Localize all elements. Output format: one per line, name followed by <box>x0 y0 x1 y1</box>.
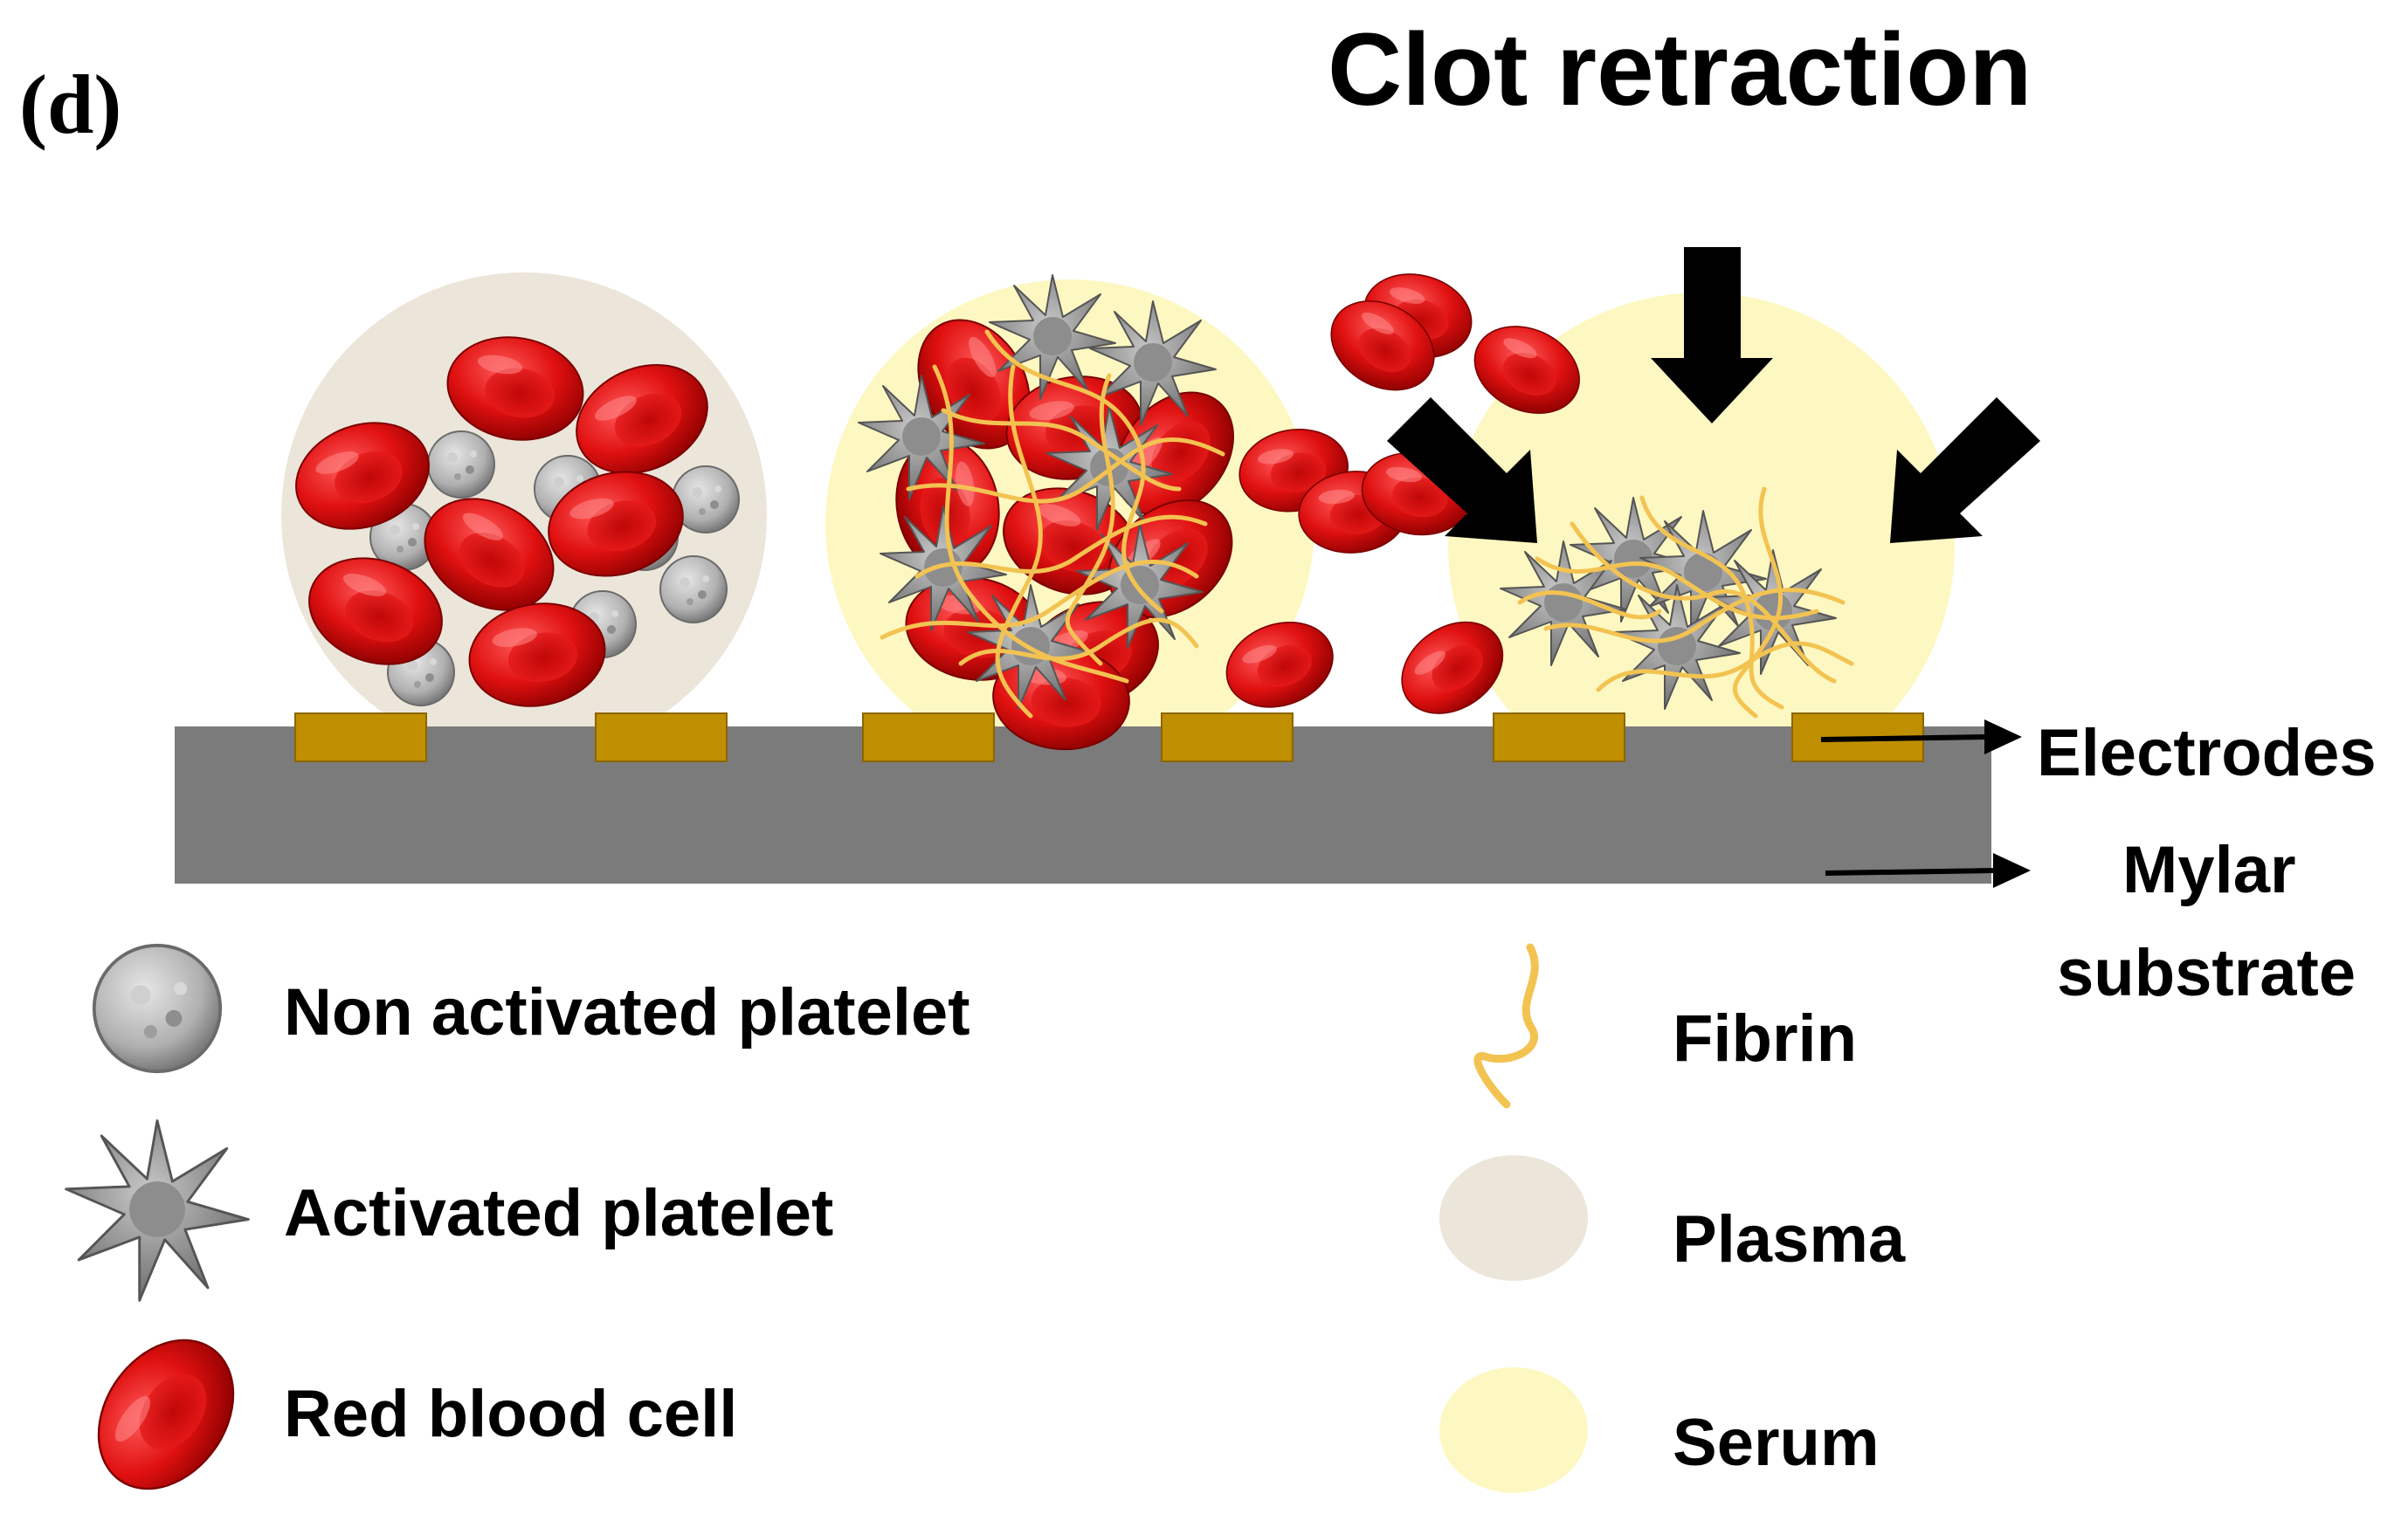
legend-label-red-blood-cell: Red blood cell <box>284 1377 737 1451</box>
retracted-clot <box>1213 261 1854 733</box>
legend-label-fibrin: Fibrin <box>1673 1001 1857 1076</box>
label-pointers <box>1820 734 1997 876</box>
mylar-substrate <box>175 726 1991 884</box>
plasma-icon <box>1439 1155 1588 1281</box>
legend-left: Non activated platelet Activated platele… <box>65 943 970 1514</box>
electrode <box>595 712 728 762</box>
activated-platelet-icon <box>65 1119 250 1302</box>
electrodes-label: Electrodes <box>2037 716 2377 790</box>
non-activated-platelet-icon <box>92 943 223 1074</box>
arrow-diagonal-right <box>1890 397 2040 543</box>
legend-label-non-activated-platelet: Non activated platelet <box>284 975 970 1049</box>
electrode <box>294 712 427 762</box>
substrate-label-line2: substrate <box>2057 936 2356 1010</box>
pointer-arrowhead <box>1993 853 2031 888</box>
panel-label: (d) <box>19 58 121 151</box>
retraction-arrows <box>1387 247 2040 543</box>
legend-label-serum: Serum <box>1673 1406 1880 1480</box>
electrode <box>1493 712 1625 762</box>
electrode <box>1161 712 1294 762</box>
legend-label-activated-platelet: Activated platelet <box>284 1176 833 1250</box>
legend-right: Fibrin Plasma Serum <box>1439 943 1906 1493</box>
diagram-title: Clot retraction <box>1328 12 2032 127</box>
pointer-arrowhead <box>1984 719 2022 754</box>
forming-clot <box>858 274 1259 756</box>
arrow-down <box>1651 247 1773 423</box>
arrow-diagonal-left <box>1387 397 1537 543</box>
fibrin-icon <box>1473 943 1539 1109</box>
legend-label-plasma: Plasma <box>1673 1202 1906 1277</box>
serum-icon <box>1439 1367 1588 1493</box>
electrode <box>862 712 995 762</box>
red-blood-cell-icon <box>69 1313 263 1514</box>
substrate-label-line1: Mylar <box>2122 833 2296 907</box>
